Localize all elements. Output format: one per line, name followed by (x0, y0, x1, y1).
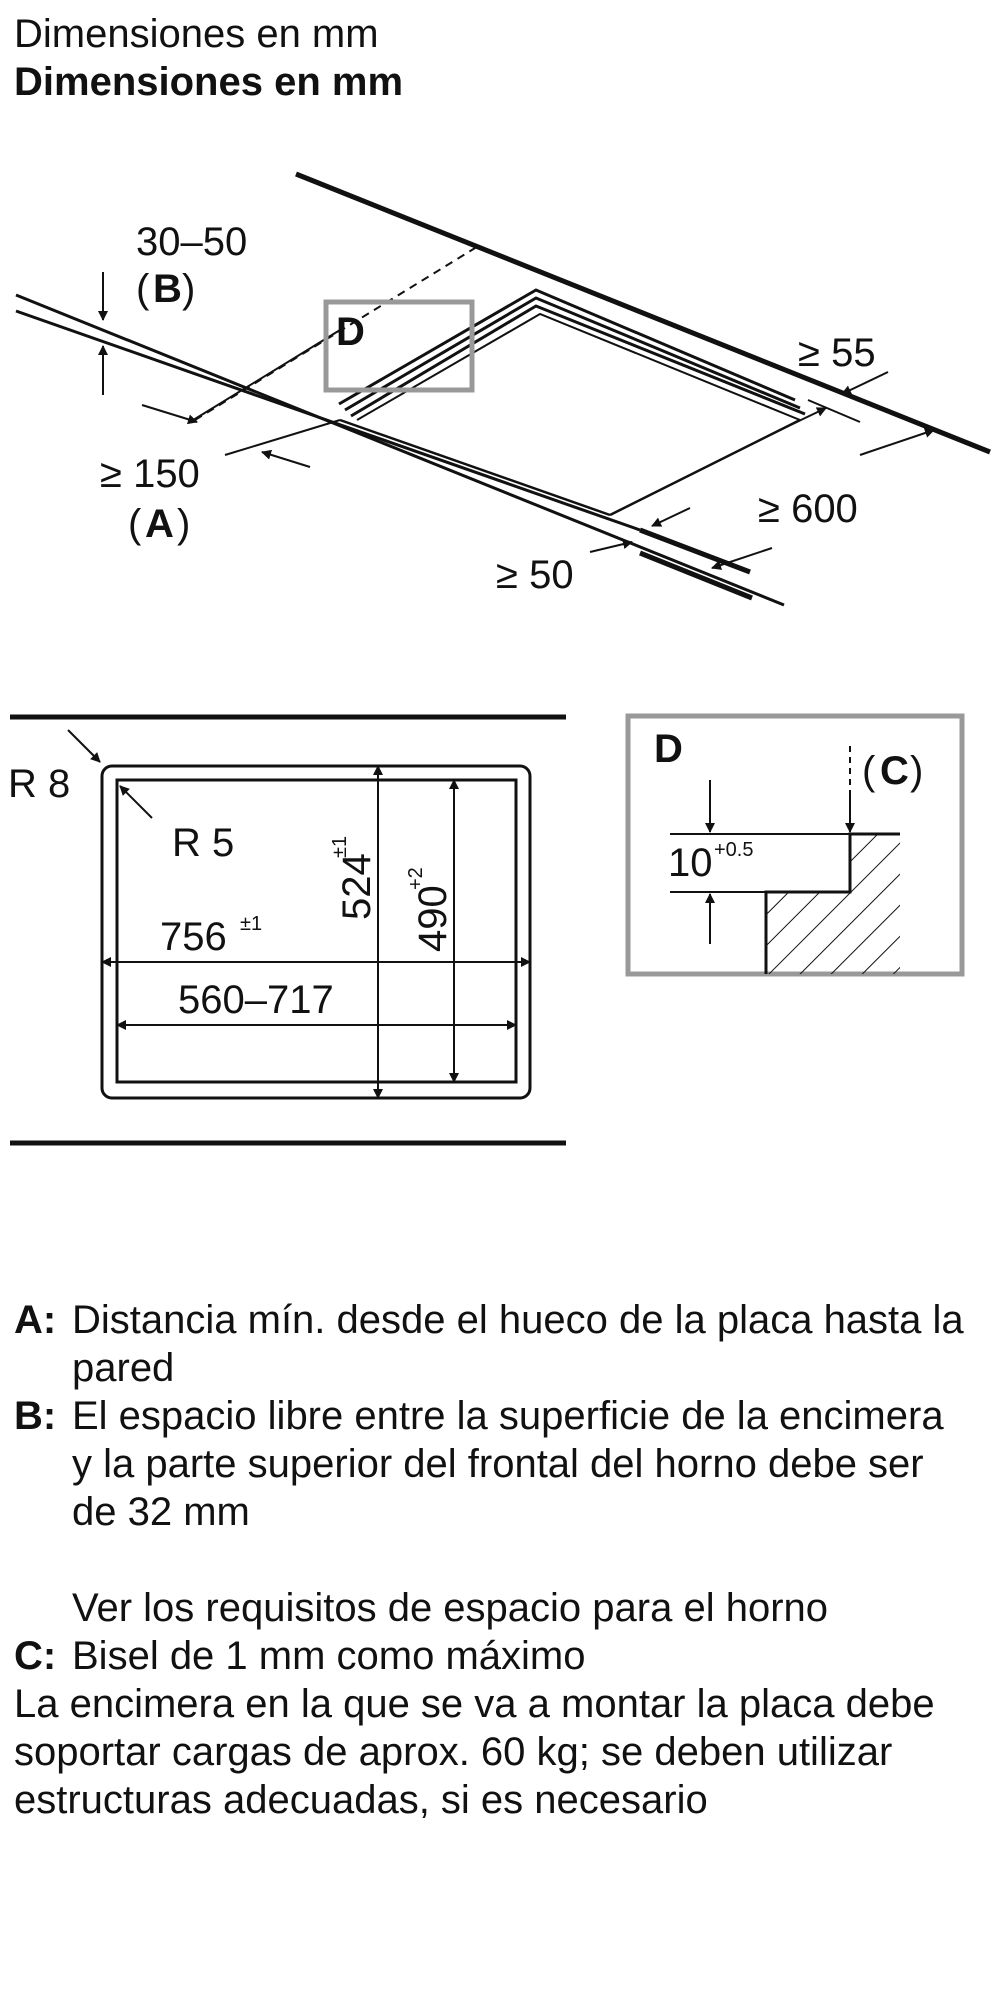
paren-c-open: ( (862, 749, 876, 793)
dim-524-tol: ±1 (329, 836, 351, 858)
note-a-text: Distancia mín. desde el hueco de la plac… (72, 1298, 964, 1390)
dim-55-arrow-a (841, 371, 889, 395)
r8-arrow (67, 729, 101, 763)
dim-150: ≥ 150 (100, 452, 200, 496)
note-b-extra: Ver los requisitos de espacio para el ho… (72, 1586, 829, 1630)
detail-d: D ( C ) 10 +0.5 (625, 713, 965, 977)
dim-600-arrow-a (859, 428, 935, 456)
cutout-diagram: R 8 R 5 524 ±1 490 +2 756 ±1 560–717 (8, 714, 566, 1146)
note-c: C: Bisel de 1 mm como máximo (14, 1632, 974, 1680)
r5-arrow (119, 785, 153, 819)
paren-a-open: ( (128, 502, 142, 546)
paren-b-open: ( (136, 267, 150, 311)
outer-outline (100, 764, 532, 1100)
dim-490: 490 (411, 885, 455, 952)
countertop-isometric: D 30–50 ( B ) ≥ 150 ( A ) ≥ 55 ≥ 600 ≥ 5… (15, 171, 991, 607)
detail-d-box (323, 299, 475, 393)
dim-756: 756 (160, 915, 227, 959)
a-arrow-left (141, 404, 198, 425)
a-arrow-right (261, 449, 311, 468)
note-footer: La encimera en la que se va a montar la … (14, 1682, 935, 1822)
label-d-top: D (336, 310, 365, 354)
note-b: B: El espacio libre entre la superficie … (14, 1392, 974, 1536)
dim-50: ≥ 50 (496, 553, 574, 597)
label-a: A (145, 502, 174, 546)
paren-a-close: ) (177, 502, 190, 546)
cutout-outline (115, 778, 518, 1084)
notes-block: A: Distancia mín. desde el hueco de la p… (14, 1296, 974, 1824)
dim-756-tol: ±1 (240, 913, 262, 935)
note-b-text: El espacio libre entre la superficie de … (72, 1394, 944, 1534)
paren-c-close: ) (910, 749, 923, 793)
paren-b-close: ) (182, 267, 195, 311)
countertop-section (766, 834, 900, 974)
dim-560-717: 560–717 (178, 978, 334, 1022)
note-a-key: A: (14, 1298, 57, 1342)
dim-600-arrow-b (711, 547, 773, 570)
note-b-key: B: (14, 1394, 57, 1438)
note-c-key: C: (14, 1634, 57, 1678)
label-r5: R 5 (172, 821, 234, 865)
dim-600: ≥ 600 (758, 487, 858, 531)
note-a: A: Distancia mín. desde el hueco de la p… (14, 1296, 974, 1392)
dim-b-range: 30–50 (136, 220, 247, 264)
dim-55: ≥ 55 (798, 331, 876, 375)
label-b: B (153, 267, 182, 311)
label-r8: R 8 (8, 762, 70, 806)
page-title-bold: Dimensiones en mm (14, 60, 404, 104)
dim-524: 524 (335, 853, 379, 920)
dim-10: 10 (668, 841, 713, 885)
dim-490-tol: +2 (405, 867, 427, 890)
label-c: C (880, 749, 909, 793)
dim-55-arrow-b (779, 407, 827, 431)
dim-50-arrow-a (651, 507, 691, 527)
dim-10-tol: +0.5 (714, 839, 753, 861)
note-c-text: Bisel de 1 mm como máximo (72, 1634, 586, 1678)
page-title: Dimensiones en mm (14, 12, 379, 56)
dim-50-arrow-b (589, 539, 633, 553)
installation-diagram: D 30–50 ( B ) ≥ 150 ( A ) ≥ 55 ≥ 600 ≥ 5… (8, 171, 991, 1146)
label-d-detail: D (654, 727, 683, 771)
